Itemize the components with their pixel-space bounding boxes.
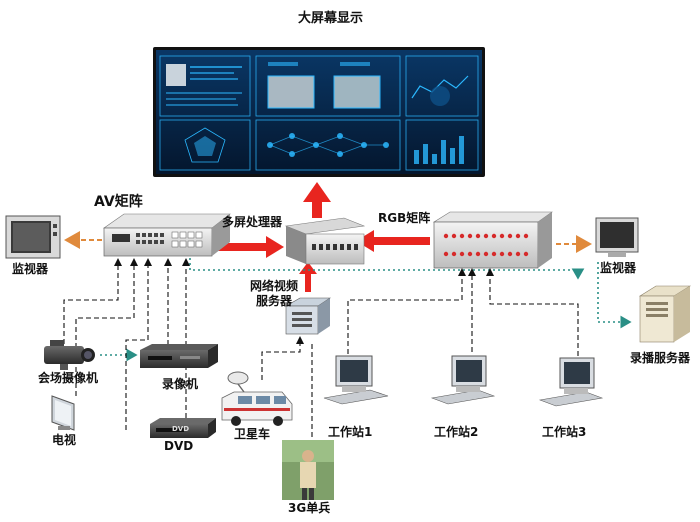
multi-screen-processor xyxy=(284,217,366,265)
big-screen-label: 大屏幕显示 xyxy=(298,11,364,26)
dvd-label: DVD xyxy=(164,439,194,453)
recording-server-label: 录播服务器 xyxy=(630,351,691,365)
satellite-car-device xyxy=(221,371,293,426)
av-matrix-label: AV矩阵 xyxy=(94,194,143,210)
net-video-label-line1: 网络视频 xyxy=(249,279,298,293)
workstation-3-label: 工作站3 xyxy=(542,425,587,439)
multi-screen-label: 多屏处理器 xyxy=(222,215,283,229)
net-video-label-line2: 服务器 xyxy=(255,294,292,308)
av-matrix-device xyxy=(103,213,231,257)
soldier-photo xyxy=(282,440,334,500)
vcr-device xyxy=(140,344,218,368)
soldier-label: 3G单兵 xyxy=(288,501,331,515)
monitor-right-label: 监视器 xyxy=(600,261,637,275)
teal-dotted-links xyxy=(100,258,632,362)
recording-server-device xyxy=(638,285,692,343)
monitor-right-device xyxy=(595,217,639,257)
dvd-panel-text: DVD xyxy=(172,425,190,433)
workstation-arrowheads xyxy=(296,268,494,344)
workstation-links xyxy=(261,272,579,444)
red-arrows xyxy=(218,182,430,292)
venue-camera-device xyxy=(44,340,95,370)
rgb-matrix-label: RGB矩阵 xyxy=(378,211,431,225)
big-screen xyxy=(153,47,485,177)
tv-device xyxy=(51,395,75,431)
rgb-matrix-device xyxy=(432,211,553,269)
orange-links xyxy=(64,231,592,253)
workstation-2-device xyxy=(430,355,496,405)
workstation-1-device xyxy=(323,355,389,405)
venue-camera-label: 会场摄像机 xyxy=(38,371,99,385)
network-video-server-device xyxy=(284,297,331,335)
workstation-1-label: 工作站1 xyxy=(328,425,373,439)
tv-label: 电视 xyxy=(52,433,77,447)
monitor-left-device xyxy=(5,215,61,259)
dvd-device xyxy=(150,418,216,438)
workstation-3-device xyxy=(538,357,604,407)
monitor-left-label: 监视器 xyxy=(12,262,49,276)
av-input-arrowheads xyxy=(114,258,190,266)
satellite-car-label: 卫星车 xyxy=(234,427,271,441)
vcr-label: 录像机 xyxy=(162,377,199,391)
workstation-2-label: 工作站2 xyxy=(434,425,479,439)
